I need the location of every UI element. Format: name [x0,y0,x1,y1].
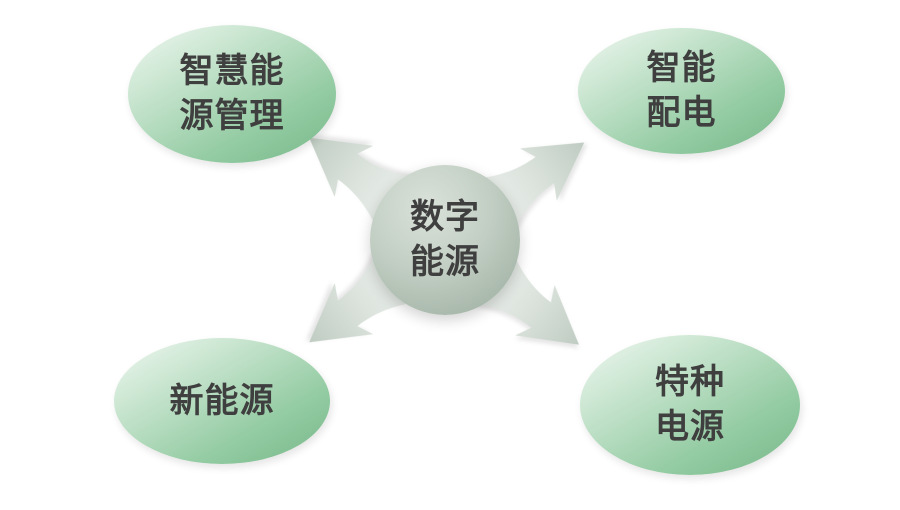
node-label: 特种 电源 [655,362,725,447]
center-node-digital-energy: 数字 能源 [370,165,520,315]
node-new-energy: 新能源 [114,338,330,464]
node-label: 智慧能 源管理 [179,51,285,136]
center-node-label: 数字 能源 [410,197,480,282]
node-special-power-supply: 特种 电源 [580,335,800,475]
node-smart-power-distribution: 智能 配电 [578,28,785,154]
node-label: 智能 配电 [646,48,717,133]
node-smart-energy-management: 智慧能 源管理 [128,25,336,163]
node-label: 新能源 [169,380,275,421]
